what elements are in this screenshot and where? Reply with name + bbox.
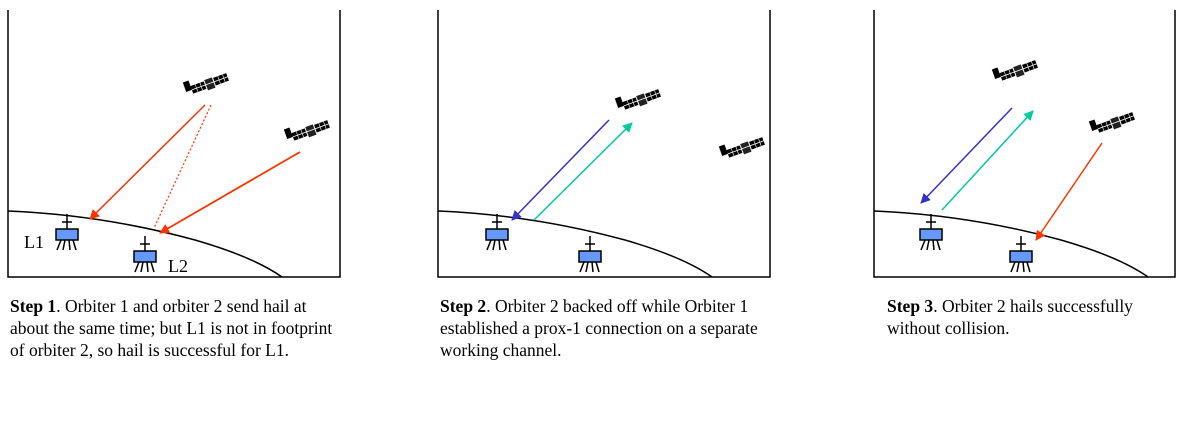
lander-icon — [1009, 235, 1033, 273]
satellite-icon — [614, 83, 663, 115]
satellite-icon — [991, 54, 1040, 86]
satellite-icon — [1088, 106, 1137, 138]
hail-arrow — [159, 151, 301, 234]
panel-step-2 — [437, 10, 771, 278]
lander-icon — [55, 213, 79, 251]
hail-arrow — [89, 104, 206, 220]
lander-icon — [919, 213, 943, 251]
caption-step-2: Step 2. Orbiter 2 backed off while Orbit… — [440, 295, 785, 361]
forward-link-arrow — [920, 107, 1013, 204]
caption-step-3: Step 3. Orbiter 2 hails successfully wit… — [887, 295, 1187, 339]
hail-arrow-dotted — [153, 104, 212, 229]
caption-text: . Orbiter 1 and orbiter 2 send hail at a… — [10, 296, 333, 360]
caption-step-1: Step 1. Orbiter 1 and orbiter 2 send hai… — [10, 295, 340, 361]
panel-frame — [7, 10, 341, 278]
lander-icon — [578, 235, 602, 273]
hail-arrow — [1035, 142, 1103, 241]
lander-icon — [485, 213, 509, 251]
step-label: Step 3 — [887, 296, 934, 316]
panel-step-3 — [873, 10, 1176, 278]
forward-link-arrow — [511, 119, 610, 221]
panel-frame — [437, 10, 771, 278]
panel-frame — [873, 10, 1176, 278]
lander-label-l1: L1 — [24, 232, 44, 252]
return-link-arrow — [941, 110, 1034, 211]
lander-icon — [133, 235, 157, 273]
planet-surface — [873, 210, 1149, 278]
satellite-icon — [718, 131, 767, 163]
caption-text: . Orbiter 2 hails successfully without c… — [887, 296, 1133, 338]
step-label: Step 2 — [440, 296, 487, 316]
satellite-icon — [283, 114, 332, 146]
satellite-icon — [182, 67, 231, 99]
panel-step-1: L1 L2 — [7, 10, 341, 278]
lander-label-l2: L2 — [168, 256, 188, 276]
return-link-arrow — [533, 122, 633, 221]
planet-surface — [7, 210, 283, 278]
planet-surface — [437, 210, 713, 278]
step-label: Step 1 — [10, 296, 57, 316]
caption-text: . Orbiter 2 backed off while Orbiter 1 e… — [440, 296, 758, 360]
